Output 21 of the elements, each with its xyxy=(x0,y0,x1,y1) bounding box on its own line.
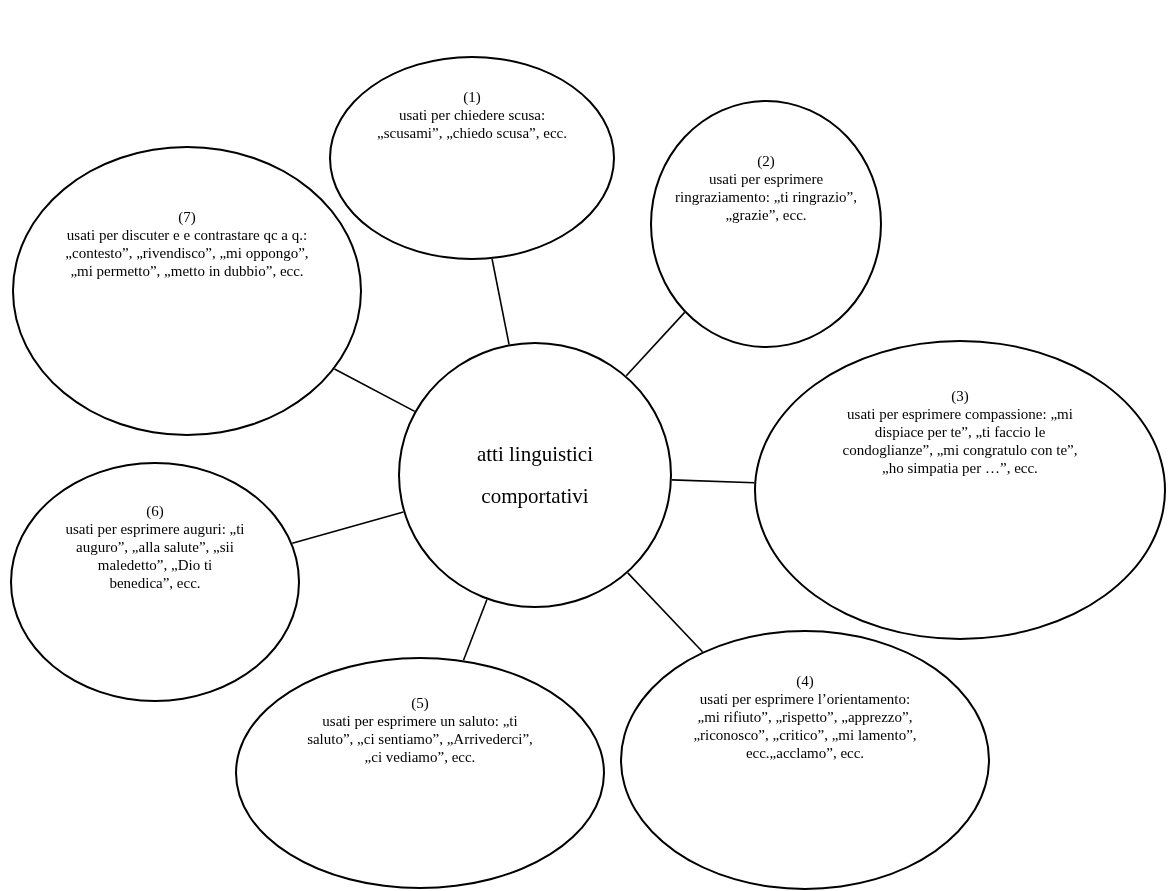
category-number: (4) xyxy=(796,672,814,690)
description-text: usati per esprimere l’orientamento: „mi rifiuto”, „rispetto”, „apprezzo”, „riconosco”, „critico”, „mi lamento”, ecc.„acclamo”, ecc. xyxy=(692,690,918,762)
category-number: (7) xyxy=(178,208,196,226)
category-number: (1) xyxy=(463,88,481,106)
description-text: usati per discuter e e contrastare qc a q.: „contesto”, „rivendisco”, „mi oppongo”, „mi permetto”, „metto in dubbio”, ecc. xyxy=(64,226,310,280)
connector-line xyxy=(291,511,405,545)
central-topic: atti linguistici comportativi xyxy=(475,441,595,510)
description-text: usati per esprimere auguri: „ti auguro”, „alla salute”, „sii maledetto”, „Dio ti benedica”, ecc. xyxy=(65,520,245,592)
description-text: usati per chiedere scusa: „scusami”, „chiedo scusa”, ecc. xyxy=(376,106,568,142)
connector-line xyxy=(491,258,510,346)
category-number: (6) xyxy=(146,502,164,520)
category-number: (3) xyxy=(951,387,969,405)
description-text: usati per esprimere un saluto: „ti saluto”, „ci sentiamo”, „Arrivederci”, „ci vediamo”, ecc. xyxy=(306,712,534,766)
connector-line xyxy=(671,479,756,484)
description-text: usati per esprimere ringraziamento: „ti ringrazio”, „grazie”, ecc. xyxy=(674,170,858,224)
category-number: (2) xyxy=(757,152,775,170)
category-number: (5) xyxy=(411,694,429,712)
description-text: usati per esprimere compassione: „mi dispiace per te”, „ti faccio le condoglianze”, „mi congratulo con te”, „ho simpatia per …”, ecc. xyxy=(841,405,1079,477)
connector-line xyxy=(333,368,416,413)
connector-line xyxy=(625,311,686,377)
connector-line xyxy=(626,572,704,653)
